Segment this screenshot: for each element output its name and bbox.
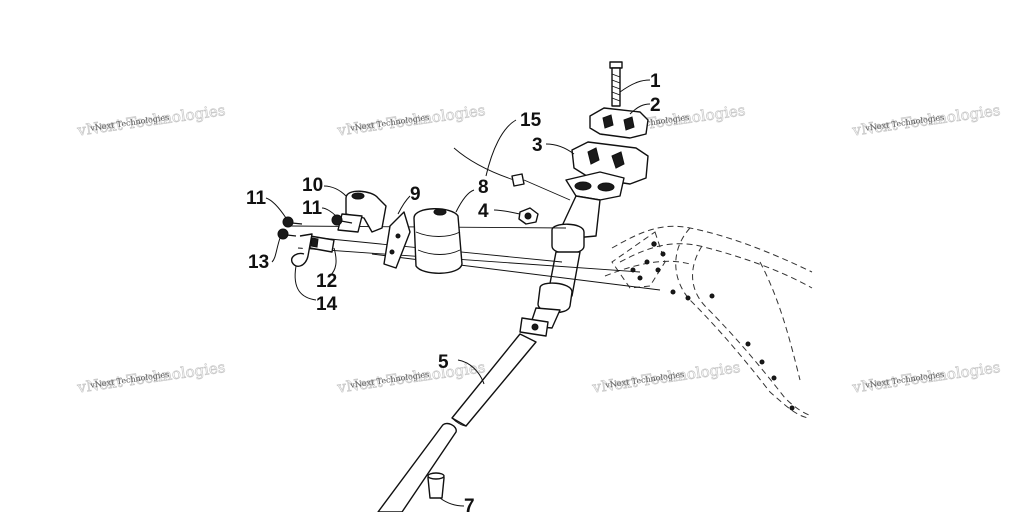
callout-11-right: 11 [302, 198, 323, 219]
part-13-screw [277, 228, 297, 240]
callout-2: 2 [650, 95, 661, 116]
part-10-bracket [337, 190, 387, 233]
callout-14: 14 [316, 294, 338, 315]
callout-8: 8 [478, 177, 489, 198]
callout-7: 7 [464, 496, 475, 512]
callout-9: 9 [410, 184, 421, 205]
steering-post [519, 171, 625, 337]
callout-13: 13 [248, 252, 269, 273]
part-4-nut [518, 207, 539, 225]
part-12-clip [309, 235, 335, 253]
callout-15: 15 [520, 110, 542, 131]
vehicle-frame [604, 225, 813, 419]
part-8-cover [413, 208, 463, 274]
part-2-clamp-cap [589, 107, 649, 139]
part-15-cable [453, 147, 571, 201]
part-11-screw-lower [282, 216, 303, 228]
alignment-lines [289, 225, 661, 291]
callout-11-left: 11 [246, 188, 267, 209]
callout-3: 3 [532, 135, 543, 156]
part-7-fitting [427, 472, 445, 499]
part-14-hook [291, 233, 313, 267]
callout-4: 4 [478, 201, 489, 222]
callout-5: 5 [438, 352, 449, 373]
part-1-bolt [609, 61, 623, 107]
part-9-plate [383, 211, 411, 269]
part-5-shaft [377, 333, 537, 512]
leader-lines [265, 79, 651, 507]
callouts: 1 2 3 4 5 7 8 9 10 11 11 12 13 14 15 [246, 71, 661, 512]
callout-12: 12 [316, 271, 337, 292]
callout-1: 1 [650, 71, 661, 92]
part-11-screw-upper [331, 214, 353, 226]
callout-10: 10 [302, 175, 323, 196]
